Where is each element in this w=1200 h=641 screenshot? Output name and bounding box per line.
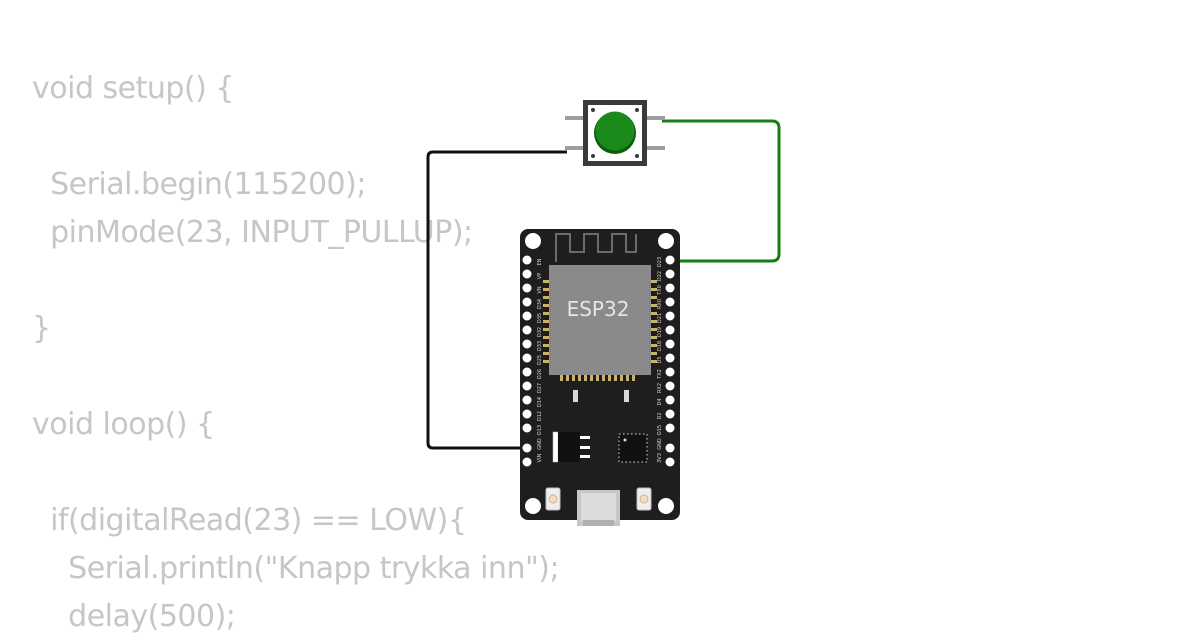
black-wire[interactable] xyxy=(426,150,567,450)
pin-label: TX2 xyxy=(657,369,663,380)
push-button[interactable] xyxy=(565,100,665,166)
pin-label: D34 xyxy=(537,299,543,309)
right-pin-labels: D23 D22 TX0 RX0 D21 D19 D18 D5 TX2 RX2 D… xyxy=(657,257,663,463)
mounting-hole xyxy=(658,498,674,514)
usb-port xyxy=(577,490,620,526)
pin-label: 3V3 xyxy=(657,453,663,463)
pin-label: VN xyxy=(537,286,543,293)
chip-label: ESP32 xyxy=(567,297,630,321)
code-line: void loop() { xyxy=(32,407,215,442)
esp32-board[interactable]: ESP32 xyxy=(520,229,680,526)
pin-label: VIN xyxy=(537,453,543,462)
mounting-hole xyxy=(525,233,541,249)
pin-label: D27 xyxy=(537,383,543,393)
right-header-pins[interactable] xyxy=(665,255,675,467)
usb-serial-chip xyxy=(618,433,648,463)
antenna-trace xyxy=(555,233,637,262)
esp32-chip xyxy=(549,265,651,375)
pin-label: GND xyxy=(537,438,543,450)
chip-pads xyxy=(543,280,657,381)
pin-label: D26 xyxy=(537,369,543,379)
pin-label: D32 xyxy=(537,327,543,337)
pin-label: D12 xyxy=(537,411,543,421)
smd-pad xyxy=(573,390,578,402)
boot-button[interactable] xyxy=(636,487,652,511)
pin-label: D23 xyxy=(657,257,663,267)
pin-label: D21 xyxy=(657,313,663,323)
pin-label: VP xyxy=(537,273,543,279)
pin-label: GND xyxy=(657,438,663,450)
pin-label: D18 xyxy=(657,341,663,351)
button-cap[interactable] xyxy=(595,111,635,151)
code-line: Serial.println("Knapp trykka inn"); xyxy=(32,551,560,586)
pin-label: D22 xyxy=(657,271,663,281)
pin-label: D5 xyxy=(657,356,663,363)
pin-label: TX0 xyxy=(657,285,663,296)
green-wire[interactable] xyxy=(662,119,781,263)
en-button[interactable] xyxy=(545,487,561,511)
pin-label: RX0 xyxy=(657,299,663,309)
pin-label: D2 xyxy=(657,412,663,419)
pin-label: D14 xyxy=(537,397,543,407)
pin-label: D13 xyxy=(537,425,543,435)
mounting-hole xyxy=(658,233,674,249)
pin-label: D19 xyxy=(657,327,663,337)
code-editor[interactable]: void setup() { Serial.begin(115200); pin… xyxy=(0,0,700,634)
pin-label: RX2 xyxy=(657,383,663,393)
pin-label: EN xyxy=(537,258,543,265)
code-line: if(digitalRead(23) == LOW){ xyxy=(32,503,467,538)
pin-label: D35 xyxy=(537,313,543,323)
code-line: } xyxy=(32,311,51,346)
voltage-regulator xyxy=(552,431,590,463)
pin-label: D25 xyxy=(537,355,543,365)
pin-label: D33 xyxy=(537,341,543,351)
left-pin-labels: EN VP VN D34 D35 D32 D33 D25 D26 D27 D14… xyxy=(537,258,543,462)
code-line: void setup() { xyxy=(32,71,234,106)
pin-label: D15 xyxy=(657,425,663,435)
code-line: Serial.begin(115200); xyxy=(32,167,366,202)
mounting-hole xyxy=(525,498,541,514)
pin-label: D4 xyxy=(657,398,663,405)
left-header-pins[interactable] xyxy=(522,255,532,467)
smd-pad xyxy=(624,390,629,402)
code-line: pinMode(23, INPUT_PULLUP); xyxy=(32,215,473,250)
code-line: delay(500); xyxy=(32,599,236,634)
